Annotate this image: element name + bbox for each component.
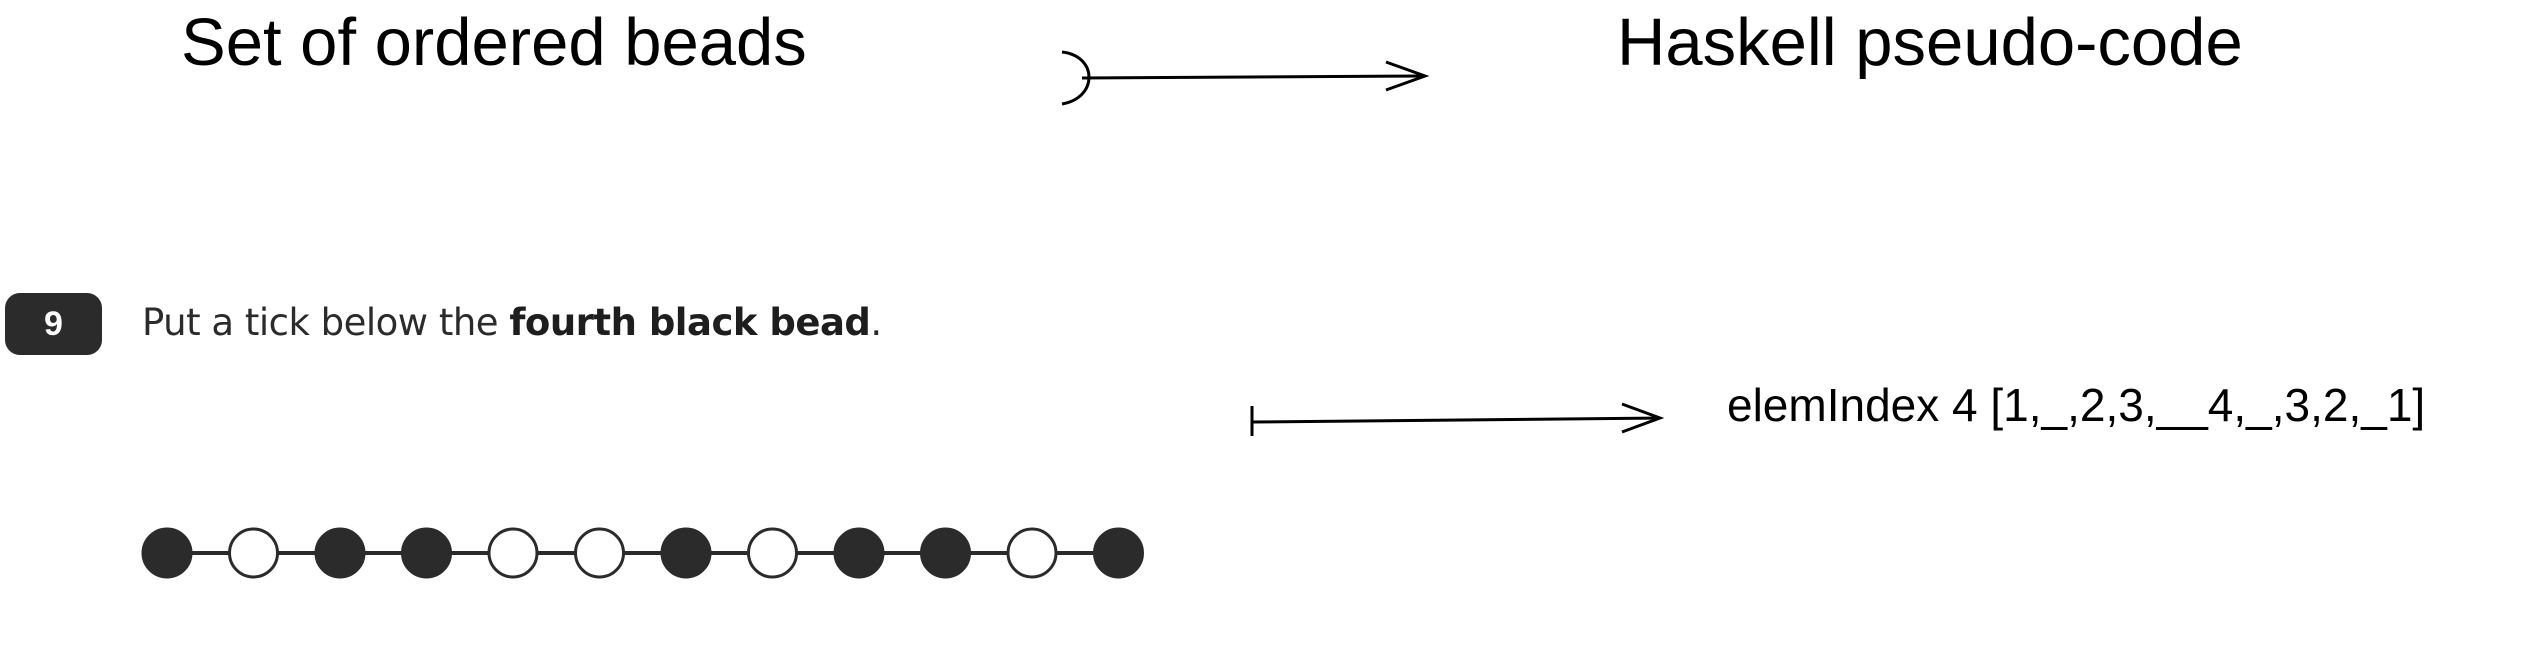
- question-text-end: .: [870, 301, 882, 344]
- haskell-code: elemIndex 4 [1,_,2,3,__4,_,3,2,_1]: [1727, 379, 2426, 431]
- white-bead[interactable]: [574, 527, 625, 579]
- black-bead[interactable]: [141, 527, 193, 579]
- question-text-bold: fourth black bead: [509, 301, 871, 344]
- white-bead[interactable]: [487, 527, 539, 579]
- black-bead[interactable]: [833, 527, 885, 579]
- beads: [141, 527, 1144, 579]
- question-text-plain: Put a tick below the: [142, 301, 510, 344]
- question-number-badge: 9: [5, 293, 102, 355]
- question-prompt: Put a tick below the fourth black bead.: [142, 301, 882, 345]
- black-bead[interactable]: [920, 527, 971, 579]
- black-bead[interactable]: [314, 527, 366, 579]
- question-number: 9: [44, 305, 63, 343]
- white-bead[interactable]: [747, 527, 798, 579]
- white-bead[interactable]: [228, 527, 279, 579]
- black-bead[interactable]: [401, 527, 452, 579]
- pseudo-code-heading: Haskell pseudo-code: [1617, 5, 2243, 80]
- beads-heading: Set of ordered beads: [181, 5, 807, 80]
- white-bead[interactable]: [1006, 527, 1058, 579]
- black-bead[interactable]: [660, 527, 712, 579]
- black-bead[interactable]: [1093, 527, 1144, 579]
